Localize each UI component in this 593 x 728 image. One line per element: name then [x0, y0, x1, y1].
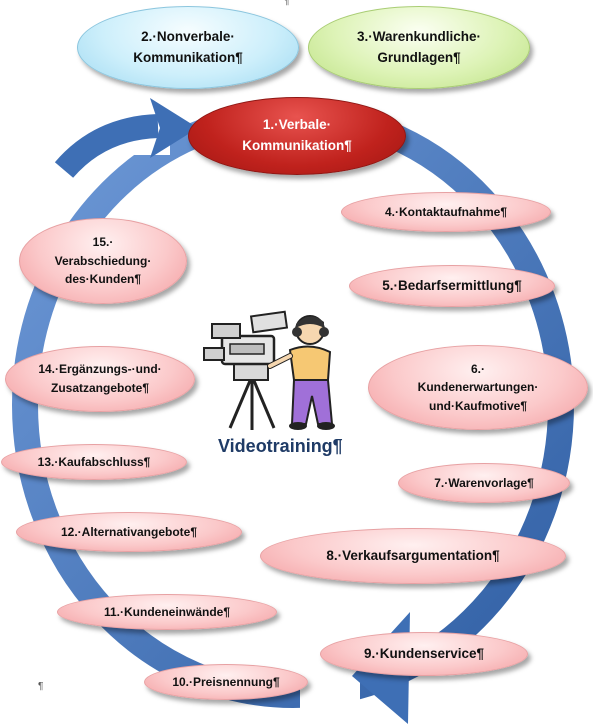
node-preisnennung: 10.·Preisnennung¶ [144, 664, 308, 700]
arrowhead-top [150, 98, 198, 158]
camera-operator-icon [203, 310, 335, 430]
node-warenkundliche-grundlagen: 3.·Warenkundliche·Grundlagen¶ [308, 6, 530, 89]
node-warenvorlage: 7.·Warenvorlage¶ [398, 463, 570, 503]
node-nonverbale-kommunikation: 2.·Nonverbale·Kommunikation¶ [77, 6, 299, 89]
node-kundeneinwaende: 11.·Kundeneinwände¶ [57, 594, 277, 630]
node-verabschiedung: 15.·Verabschiedung·des·Kunden¶ [19, 218, 187, 304]
node-alternativangebote: 12.·Alternativangebote¶ [16, 512, 242, 552]
node-verbale-kommunikation: 1.·Verbale·Kommunikation¶ [188, 97, 406, 175]
node-ergaenzungsangebote: 14.·Ergänzungs-·und·Zusatzangebote¶ [5, 346, 195, 412]
node-kontaktaufnahme: 4.·Kontaktaufnahme¶ [341, 192, 551, 232]
node-kundenerwartungen: 6.·Kundenerwartungen·und·Kaufmotive¶ [368, 345, 588, 430]
node-kaufabschluss: 13.·Kaufabschluss¶ [1, 444, 187, 480]
pilcrow-bottom-left: ¶ [38, 681, 44, 692]
node-kundenservice: 9.·Kundenservice¶ [320, 632, 528, 676]
center-title: Videotraining¶ [218, 436, 343, 456]
node-verkaufsargumentation: 8.·Verkaufsargumentation¶ [260, 528, 566, 584]
pilcrow-top: ¶ [284, 0, 290, 7]
node-bedarfsermittlung: 5.·Bedarfsermittlung¶ [349, 265, 555, 307]
